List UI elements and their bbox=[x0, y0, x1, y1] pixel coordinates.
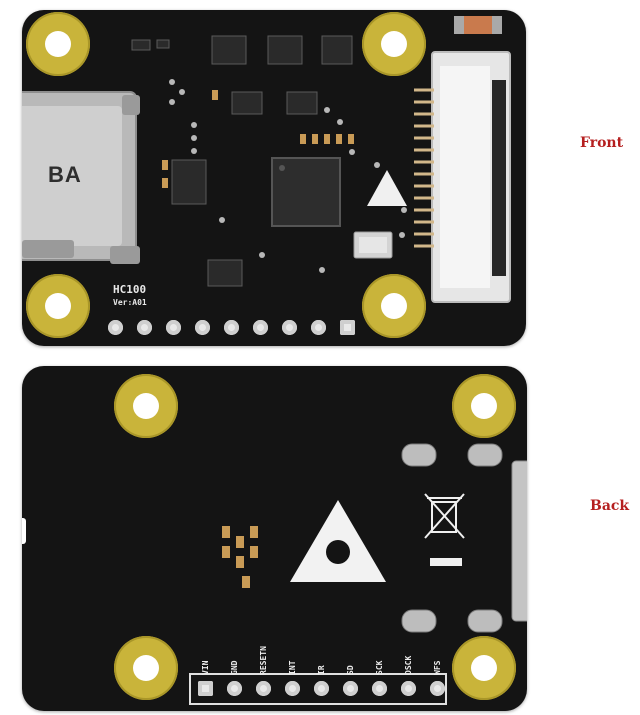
smd-component bbox=[131, 39, 151, 51]
back-pin-header bbox=[198, 681, 459, 696]
back-pin-header-outline bbox=[189, 673, 447, 705]
smd-component bbox=[207, 259, 243, 287]
pin-label-sck: SCK bbox=[375, 660, 384, 675]
pin-pad bbox=[227, 681, 242, 696]
pin-label-int: INT bbox=[288, 660, 297, 675]
pin-pad bbox=[430, 681, 445, 696]
hdmi-connector-face bbox=[22, 106, 122, 246]
solder-tab bbox=[401, 609, 437, 633]
pin-label-sd: SD bbox=[346, 665, 355, 675]
resistor bbox=[300, 134, 306, 144]
back-board-components bbox=[22, 443, 527, 705]
smd-component bbox=[286, 91, 318, 115]
pin-pad bbox=[253, 320, 268, 335]
pin-pad bbox=[285, 681, 300, 696]
pin-pad bbox=[311, 320, 326, 335]
pin-labels: VIN GND RESETN INT IR SD SCK OSCK WFS bbox=[200, 645, 450, 675]
pin-pad bbox=[372, 681, 387, 696]
mounting-hole bbox=[114, 636, 178, 700]
back-label: Back bbox=[590, 498, 630, 514]
pin-pad bbox=[256, 681, 271, 696]
front-pin-header bbox=[108, 320, 369, 335]
mounting-hole bbox=[114, 374, 178, 438]
mounting-hole bbox=[362, 12, 426, 76]
pin-pad bbox=[166, 320, 181, 335]
capacitor bbox=[454, 16, 502, 34]
smd-component bbox=[171, 159, 207, 205]
pin-label-ir: IR bbox=[317, 665, 326, 675]
smd-component bbox=[231, 91, 263, 115]
smd-component bbox=[211, 35, 247, 65]
pin-pad bbox=[314, 681, 329, 696]
pin-pad bbox=[137, 320, 152, 335]
back-board bbox=[22, 366, 527, 711]
pin-pad bbox=[224, 320, 239, 335]
solder-tab bbox=[467, 443, 503, 467]
resistor bbox=[222, 526, 230, 538]
solder-tab bbox=[401, 443, 437, 467]
pin-label-resetn: RESETN bbox=[259, 646, 268, 675]
esd-warning-symbol bbox=[367, 170, 407, 206]
pin-pad bbox=[282, 320, 297, 335]
mounting-hole bbox=[452, 636, 516, 700]
smd-component bbox=[156, 39, 170, 49]
mounting-hole bbox=[26, 12, 90, 76]
pin-label-wfs: WFS bbox=[433, 660, 442, 675]
mounting-hole bbox=[362, 274, 426, 338]
pin-pad bbox=[340, 320, 355, 335]
front-board bbox=[22, 10, 526, 346]
front-board-components bbox=[22, 16, 511, 303]
board-version: Ver:A01 bbox=[113, 298, 147, 307]
pin-pad bbox=[343, 681, 358, 696]
front-label: Front bbox=[580, 135, 624, 151]
pin-pad bbox=[108, 320, 123, 335]
solder-tab bbox=[467, 609, 503, 633]
hdmi-connector-edge bbox=[511, 460, 527, 622]
smd-component bbox=[321, 35, 353, 65]
pin-pad bbox=[195, 320, 210, 335]
board-name: HC100 bbox=[113, 283, 147, 296]
pin-label-gnd: GND bbox=[230, 660, 239, 675]
pin-pad bbox=[198, 681, 213, 696]
pin-label-vin: VIN bbox=[201, 660, 210, 675]
pin-label-osck: OSCK bbox=[404, 655, 413, 675]
weee-bin-symbol bbox=[424, 493, 465, 539]
pin-pad bbox=[401, 681, 416, 696]
smd-component bbox=[267, 35, 303, 65]
mounting-hole bbox=[452, 374, 516, 438]
mounting-hole bbox=[26, 274, 90, 338]
hdmi-connector-marking: BA bbox=[48, 162, 82, 187]
